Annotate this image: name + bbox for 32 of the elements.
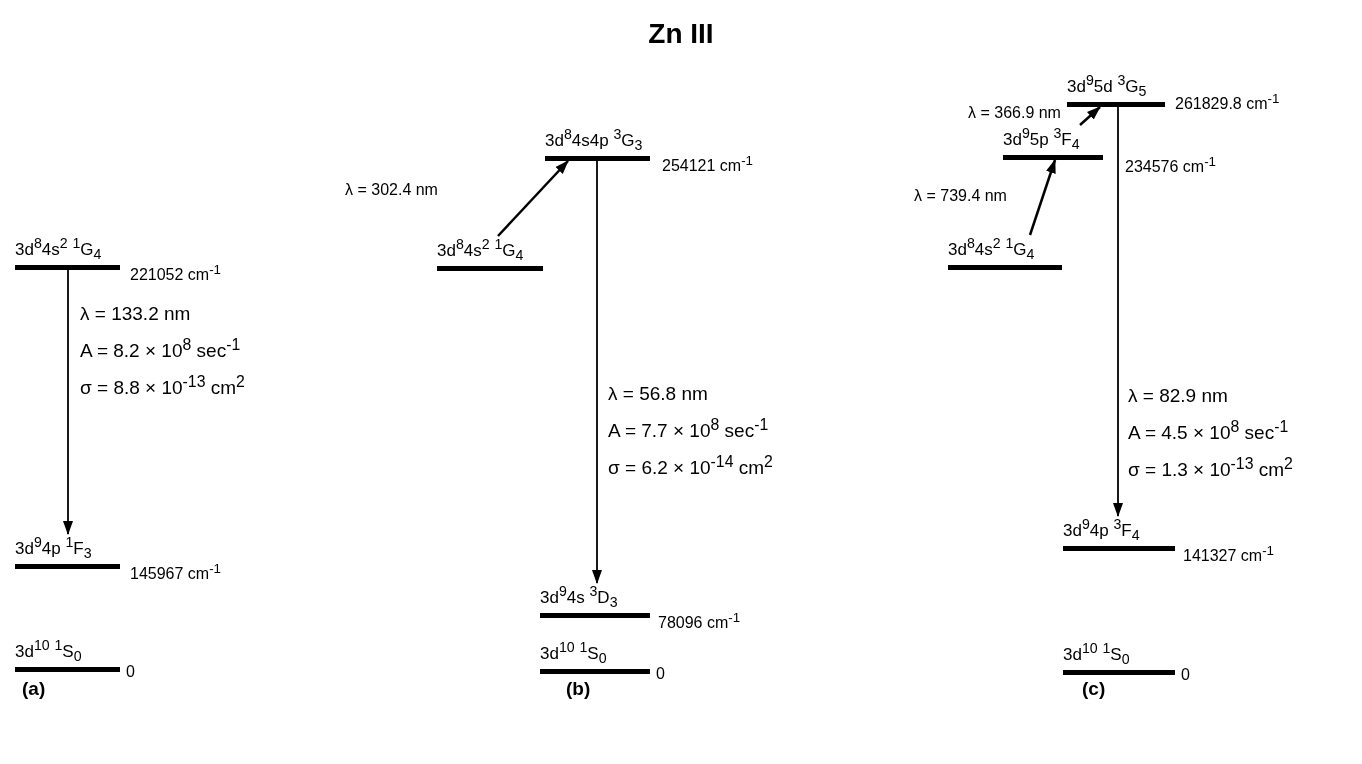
level-label: 3d$^{8}$4s$^{2}$ $^{1}$G$_{4}$ (15, 233, 102, 264)
transition-arrow (63, 269, 73, 535)
diagram-title: Zn III (647, 18, 715, 50)
transition-arrow (1113, 106, 1123, 517)
panel-label: (a) (22, 678, 46, 700)
transition-arrow (497, 160, 569, 237)
energy-value: 0 (656, 665, 665, 683)
level-label: 3d$^{9}$4s $^{3}$D$_{3}$ (540, 581, 618, 612)
level-label: 3d$^{9}$5d $^{3}$G$_{5}$ (1067, 70, 1147, 101)
level-label: 3d$^{9}$4p $^{1}$F$_{3}$ (15, 532, 92, 563)
level-label: 3d$^{9}$5p $^{3}$F$_{4}$ (1003, 123, 1080, 154)
transition-arrow (592, 160, 602, 584)
transition-arrow (1079, 106, 1101, 126)
level-label: 3d$^{8}$4s4p $^{3}$G$_{3}$ (545, 124, 643, 155)
energy-value: 261829.8 cm$^{-1}$ (1175, 90, 1280, 114)
panel-label: (b) (566, 678, 591, 700)
energy-value: 0 (1181, 666, 1190, 684)
energy-value: 0 (126, 663, 135, 681)
energy-value: 78096 cm$^{-1}$ (658, 609, 741, 633)
panel-label: (c) (1082, 678, 1106, 700)
level-label: 3d$^{8}$4s$^{2}$ $^{1}$G$_{4}$ (948, 233, 1035, 264)
level-label: 3d$^{10}$ $^{1}$S$_{0}$ (540, 637, 607, 668)
level-label: 3d$^{9}$4p $^{3}$F$_{4}$ (1063, 514, 1140, 545)
level-label: 3d$^{10}$ $^{1}$S$_{0}$ (1063, 638, 1130, 669)
level-label: 3d$^{10}$ $^{1}$S$_{0}$ (15, 635, 82, 666)
energy-value: 254121 cm$^{-1}$ (662, 152, 754, 176)
transition-arrow (1028, 159, 1057, 236)
energy-value: 221052 cm$^{-1}$ (130, 261, 222, 285)
energy-value: 145967 cm$^{-1}$ (130, 560, 222, 584)
energy-value: 234576 cm$^{-1}$ (1125, 153, 1217, 177)
energy-value: 141327 cm$^{-1}$ (1183, 542, 1275, 566)
level-label: 3d$^{8}$4s$^{2}$ $^{1}$G$_{4}$ (437, 234, 524, 265)
